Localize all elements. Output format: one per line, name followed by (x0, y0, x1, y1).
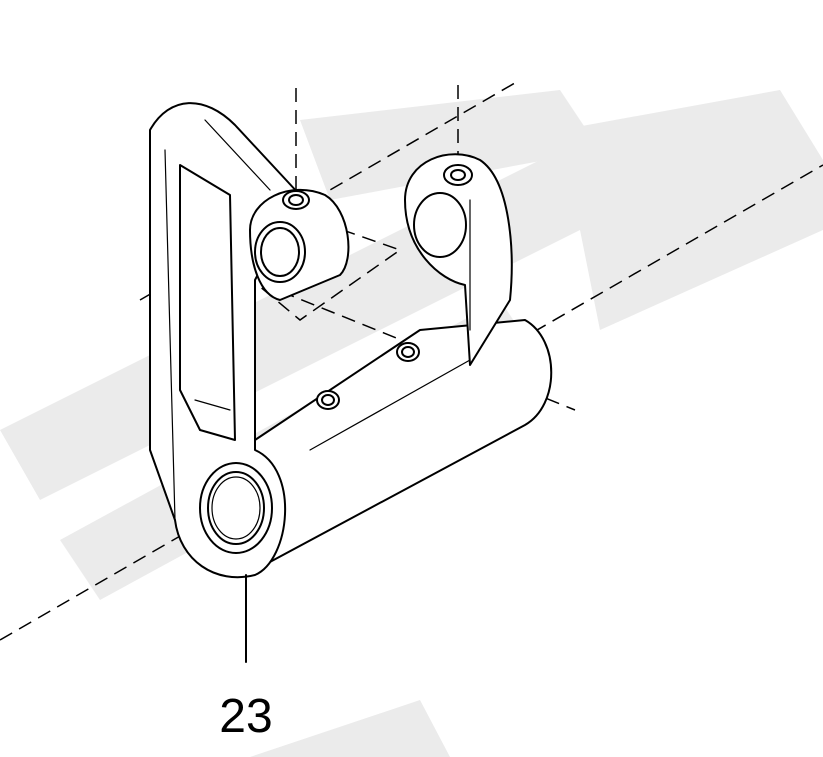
boss-bore (254, 221, 306, 283)
upper-boss (249, 189, 350, 301)
bolt-hole-1 (396, 342, 420, 362)
clevis-bore (413, 192, 467, 258)
lower-bore (199, 462, 273, 554)
clevis-arm (404, 153, 513, 366)
main-cylinder (254, 319, 553, 571)
bolt-hole-2 (316, 390, 340, 410)
part-number-label: 23 (219, 690, 272, 743)
frame-slot (179, 164, 236, 441)
